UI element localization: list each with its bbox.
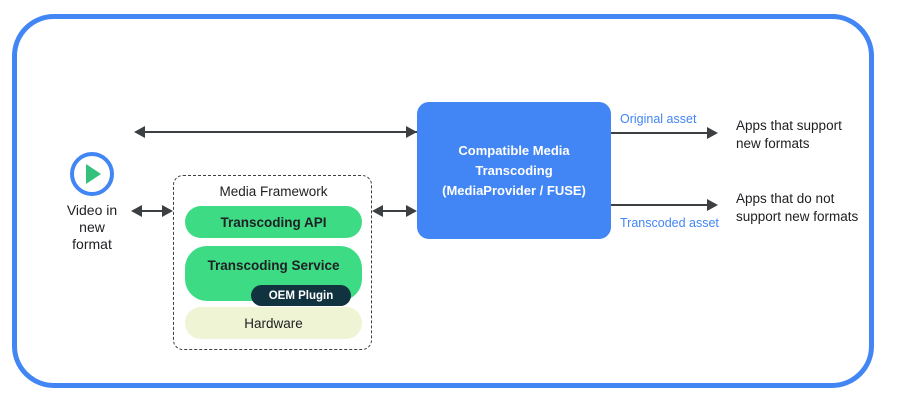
compatible-media-transcoding-box[interactable]: Compatible Media Transcoding (MediaProvi… bbox=[417, 102, 611, 239]
label-apps-support-line-1: Apps that support bbox=[736, 118, 842, 133]
play-triangle-icon bbox=[86, 164, 101, 184]
play-circle-ring bbox=[70, 152, 114, 196]
cmt-box-line-2: Transcoding bbox=[475, 162, 553, 178]
label-apps-no-support-line-2: support new formats bbox=[736, 209, 859, 224]
arrow-video-to-transcoding-head-right bbox=[406, 126, 417, 138]
media-framework-group: Media Framework Transcoding API Transcod… bbox=[173, 175, 372, 350]
block-oem-plugin[interactable]: OEM Plugin bbox=[251, 285, 351, 306]
media-framework-title: Media Framework bbox=[219, 184, 328, 199]
video-source-label: Video in new format bbox=[48, 202, 136, 253]
arrow-original-asset-line bbox=[611, 132, 709, 134]
arrow-framework-to-transcoding-line bbox=[378, 210, 414, 212]
cmt-box-line-3: (MediaProvider / FUSE) bbox=[442, 182, 586, 198]
arrow-video-to-transcoding-head-left bbox=[134, 126, 145, 138]
arrow-video-to-framework-head-left bbox=[131, 205, 142, 217]
label-apps-support-new-formats: Apps that support new formats bbox=[736, 117, 842, 153]
label-original-asset: Original asset bbox=[620, 112, 697, 126]
arrow-video-to-transcoding-line bbox=[143, 131, 417, 133]
label-apps-no-support-line-1: Apps that do not bbox=[736, 191, 835, 206]
arrow-transcoded-asset-head bbox=[707, 199, 718, 211]
video-source-label-line-1: Video in bbox=[66, 202, 118, 218]
arrow-video-to-framework-line bbox=[140, 210, 170, 212]
block-transcoding-api[interactable]: Transcoding API bbox=[185, 206, 362, 238]
label-transcoded-asset: Transcoded asset bbox=[620, 216, 719, 230]
block-hardware[interactable]: Hardware bbox=[185, 307, 362, 339]
arrow-framework-to-transcoding-head-left bbox=[372, 205, 383, 217]
arrow-transcoded-asset-line bbox=[611, 204, 709, 206]
label-apps-no-support-new-formats: Apps that do not support new formats bbox=[736, 190, 858, 226]
video-source-label-line-2: new bbox=[79, 219, 105, 235]
label-apps-support-line-2: new formats bbox=[736, 136, 810, 151]
arrow-video-to-framework-head-right bbox=[162, 205, 173, 217]
arrow-original-asset-head bbox=[707, 127, 718, 139]
arrow-framework-to-transcoding-head-right bbox=[406, 205, 417, 217]
play-circle-icon bbox=[70, 152, 114, 196]
video-source-label-line-3: format bbox=[72, 236, 112, 252]
cmt-box-line-1: Compatible Media bbox=[458, 142, 570, 158]
